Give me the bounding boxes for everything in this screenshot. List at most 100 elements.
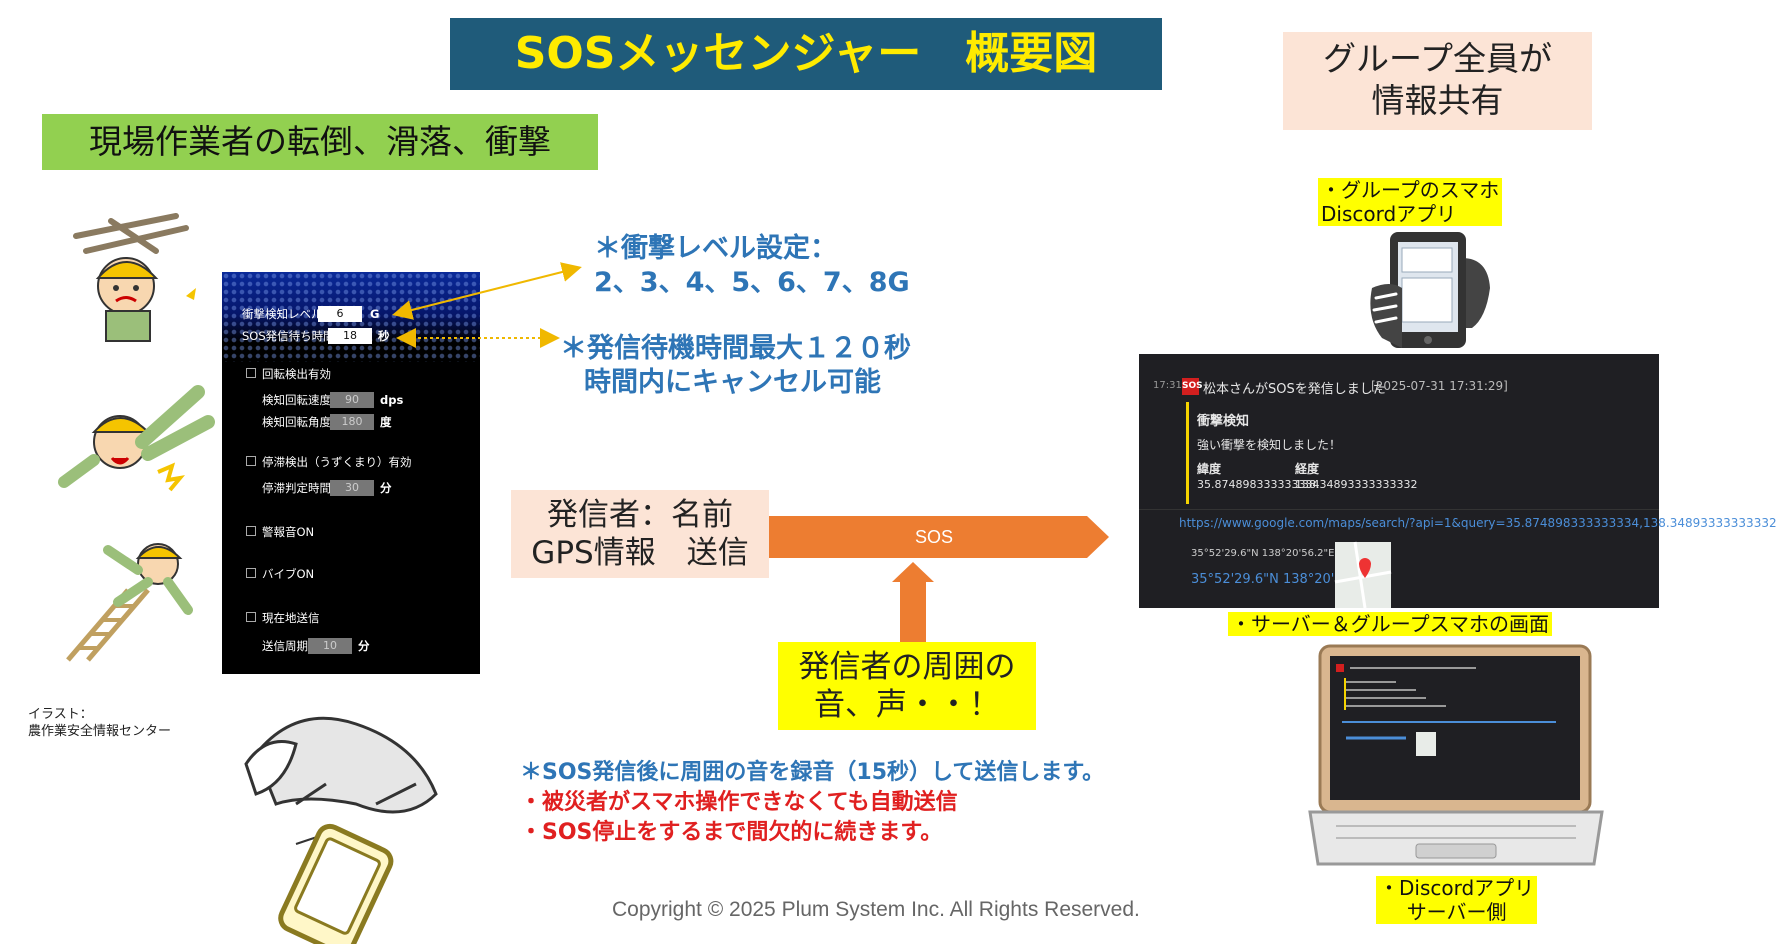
- sos-arrow: [769, 516, 1109, 558]
- impact-note-line: 2、3、4、5、6、7、8G: [594, 267, 910, 298]
- discord-sos-message: 17:31 SOS 松本さんがSOSを発信しました [2025-07-31 17…: [1139, 354, 1777, 609]
- rotation-angle-row: 検知回転角度 180 度: [222, 412, 480, 432]
- sender-info-box: 発信者：名前 GPS情報 送信: [511, 490, 769, 578]
- worker-collapsed-with-phone-illustration: [244, 716, 438, 944]
- page-title: SOSメッセンジャー 概要図: [450, 18, 1162, 90]
- sender-info-line: GPS情報 送信: [531, 535, 749, 571]
- stall-time-unit: 分: [380, 481, 392, 495]
- wait-note-line: ＊発信待機時間最大１２０秒: [560, 333, 911, 364]
- rotation-enable-checkbox[interactable]: [246, 368, 256, 378]
- rotation-angle-input[interactable]: 180: [330, 414, 374, 430]
- latitude-label: 緯度: [1197, 462, 1222, 476]
- sos-wait-unit: 秒: [378, 329, 390, 343]
- embed-body: 強い衝撃を検知しました！: [1197, 438, 1342, 452]
- phone-label-line: ・グループのスマホ: [1318, 178, 1503, 202]
- laptop-illustration: [1308, 644, 1604, 866]
- embed-title: 衝撃検知: [1197, 414, 1250, 429]
- impact-level-input[interactable]: 6: [318, 306, 362, 322]
- stall-time-label: 停滞判定時間: [262, 481, 331, 495]
- send-interval-input[interactable]: 10: [308, 638, 352, 654]
- vibration-label: バイブON: [262, 567, 315, 581]
- send-interval-row: 送信周期 10 分: [222, 636, 480, 656]
- surround-sound-arrow: [892, 562, 934, 644]
- panel-note-connectors: [392, 262, 582, 348]
- stall-enable-checkbox[interactable]: [246, 456, 256, 466]
- sender-info-line: 発信者：名前: [547, 497, 733, 533]
- sos-wait-row: SOS発信待ち時間 18 秒: [222, 326, 480, 346]
- phone-label: ・グループのスマホ Discordアプリ: [1318, 178, 1503, 226]
- vibration-checkbox[interactable]: [246, 568, 256, 578]
- worker-falling-branches-illustration: [73, 213, 196, 342]
- server-label-line: サーバー側: [1376, 900, 1538, 924]
- map-pin-icon: [1334, 541, 1392, 609]
- worker-slipping-illustration: [58, 385, 215, 492]
- latitude-value: 35.874898333333334: [1197, 478, 1320, 491]
- surrounding-sound-box: 発信者の周囲の 音、声・・！: [778, 642, 1036, 730]
- send-interval-label: 送信周期: [262, 639, 308, 653]
- server-screen-label: ・サーバー＆グループスマホの画面: [1228, 612, 1552, 636]
- longitude-value: 138.34893333333332: [1295, 478, 1418, 491]
- longitude-label: 経度: [1295, 462, 1320, 476]
- stall-time-input[interactable]: 30: [330, 480, 374, 496]
- embed-accent-bar: [1186, 402, 1189, 504]
- google-maps-link[interactable]: https://www.google.com/maps/search/?api=…: [1179, 516, 1777, 530]
- coords-large[interactable]: 35°52'29.6"N 138°20'56.2"E: [1191, 572, 1378, 587]
- credit-line: 農作業安全情報センター: [28, 724, 172, 739]
- surround-line: 発信者の周囲の: [798, 649, 1016, 685]
- impact-level-connector: [392, 262, 582, 320]
- credit-line: イラスト：: [28, 707, 93, 722]
- rotation-speed-input[interactable]: 90: [330, 392, 374, 408]
- hand-holding-phone-illustration: [1370, 232, 1490, 348]
- location-send-label: 現在地送信: [262, 611, 320, 625]
- alarm-sound-label: 警報音ON: [262, 525, 315, 539]
- worker-falling-ladder-illustration: [66, 543, 193, 662]
- copyright-notice: Copyright © 2025 Plum System Inc. All Ri…: [612, 898, 1140, 921]
- surround-line: 音、声・・！: [814, 687, 1000, 723]
- stall-enable-label: 停滞検出（うずくまり）有効: [262, 455, 412, 469]
- diagram-canvas: SOSメッセンジャー 概要図 現場作業者の転倒、滑落、衝撃 グループ全員が 情報…: [28, 18, 1777, 944]
- wait-note-line: 時間内にキャンセル可能: [584, 367, 881, 398]
- sos-wait-input[interactable]: 18: [328, 328, 372, 344]
- stall-enable-row: 停滞検出（うずくまり）有効: [222, 452, 480, 472]
- rotation-speed-row: 検知回転速度 90 dps: [222, 390, 480, 410]
- impact-level-label: 衝撃検知レベル: [242, 307, 323, 321]
- illustration-credit: イラスト： 農作業安全情報センター: [28, 706, 171, 740]
- sos-badge: SOS: [1182, 378, 1203, 395]
- alarm-sound-checkbox[interactable]: [246, 526, 256, 536]
- server-label: ・Discordアプリ サーバー側: [1376, 876, 1538, 924]
- group-share-line: 情報共有: [1371, 81, 1504, 120]
- intermittent-note: ・SOS停止をするまで間欠的に続きます。: [520, 820, 943, 845]
- impact-level-note: ＊衝撃レベル設定： 2、3、4、5、6、7、8G: [594, 232, 910, 300]
- impact-level-unit: G: [370, 307, 380, 321]
- server-screen-label-text: ・サーバー＆グループスマホの画面: [1228, 612, 1552, 636]
- stall-time-row: 停滞判定時間 30 分: [222, 478, 480, 498]
- phone-label-line: Discordアプリ: [1318, 202, 1503, 226]
- server-label-line: ・Discordアプリ: [1376, 876, 1538, 900]
- message-time: 17:31: [1153, 380, 1182, 391]
- rotation-angle-unit: 度: [380, 415, 392, 429]
- rotation-enable-label: 回転検出有効: [262, 367, 331, 381]
- send-interval-unit: 分: [358, 639, 370, 653]
- group-share-line: グループ全員が: [1322, 39, 1553, 78]
- coords-small: 35°52'29.6"N 138°20'56.2"E: [1191, 548, 1335, 559]
- sos-wait-label: SOS発信待ち時間: [242, 329, 335, 343]
- message-header: 松本さんがSOSを発信しました: [1203, 382, 1386, 397]
- hazard-label: 現場作業者の転倒、滑落、衝撃: [42, 114, 598, 170]
- map-thumbnail[interactable]: [1334, 541, 1392, 609]
- recording-note: ＊SOS発信後に周囲の音を録音（15秒）して送信します。: [520, 760, 1105, 785]
- rotation-speed-unit: dps: [380, 393, 404, 407]
- message-timestamp: [2025-07-31 17:31:29]: [1371, 379, 1508, 393]
- location-send-row: 現在地送信: [222, 608, 480, 628]
- vibration-row: バイブON: [222, 564, 480, 584]
- wait-time-note: ＊発信待機時間最大１２０秒 時間内にキャンセル可能: [560, 332, 911, 400]
- alarm-sound-row: 警報音ON: [222, 522, 480, 542]
- rotation-angle-label: 検知回転角度: [262, 415, 331, 429]
- auto-send-note: ・被災者がスマホ操作できなくても自動送信: [520, 790, 958, 815]
- rotation-enable-row: 回転検出有効: [222, 364, 480, 384]
- location-send-checkbox[interactable]: [246, 612, 256, 622]
- impact-level-row: 衝撃検知レベル 6 G: [222, 304, 480, 324]
- sos-arrow-label: SOS: [914, 527, 953, 547]
- rotation-speed-label: 検知回転速度: [262, 393, 331, 407]
- message-divider: [1139, 509, 1659, 510]
- impact-note-line: ＊衝撃レベル設定：: [594, 233, 837, 264]
